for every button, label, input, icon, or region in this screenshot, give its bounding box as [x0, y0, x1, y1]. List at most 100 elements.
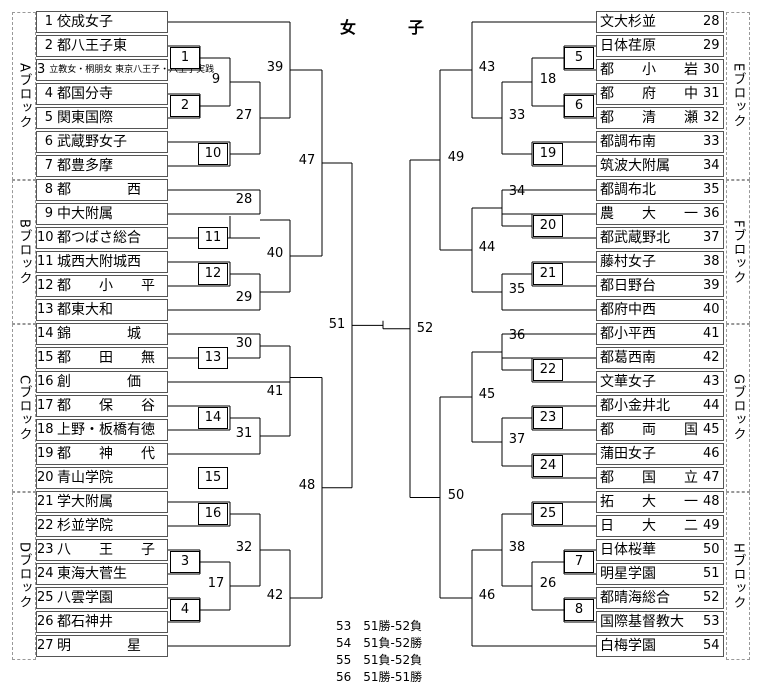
team-name: 都 田 無 — [57, 350, 155, 366]
team-name: 都 両 国 — [600, 422, 698, 438]
team-row: 藤村女子 38 — [596, 251, 724, 273]
team-number: 42 — [703, 350, 720, 365]
team-name: 都国分寺 — [57, 86, 113, 102]
game-number: 28 — [235, 192, 253, 207]
team-name: 関東国際 — [57, 110, 113, 126]
team-name: 藤村女子 — [600, 254, 656, 270]
team-number: 1 — [44, 14, 53, 29]
team-name: 都つばさ総合 — [57, 230, 141, 246]
game-number: 6 — [564, 95, 594, 117]
team-name: 国際基督教大 — [600, 614, 684, 630]
team-name: 都葛西南 — [600, 350, 656, 366]
game-number: 42 — [266, 588, 284, 603]
team-number: 16 — [37, 374, 54, 389]
game-number: 40 — [266, 246, 284, 261]
team-number: 22 — [37, 518, 54, 533]
block-label-h: Hブロック — [726, 492, 750, 660]
team-name: 日体荏原 — [600, 38, 656, 54]
game-number: 9 — [211, 72, 221, 87]
team-number: 29 — [703, 38, 720, 53]
game-number: 12 — [198, 263, 228, 285]
team-name: 錦 城 — [57, 326, 141, 342]
team-name: 青山学院 — [57, 470, 113, 486]
team-name: 白梅学園 — [600, 638, 656, 654]
game-number: 50 — [447, 487, 465, 503]
team-number: 49 — [703, 518, 720, 533]
team-name: 文華女子 — [600, 374, 656, 390]
team-name: 都石神井 — [57, 614, 113, 630]
team-number: 18 — [37, 422, 54, 437]
team-number: 43 — [703, 374, 720, 389]
team-name: 八 王 子 — [57, 542, 155, 558]
team-number: 21 — [37, 494, 54, 509]
team-row: 都調布北 35 — [596, 179, 724, 201]
game-number: 24 — [533, 455, 563, 477]
team-number: 53 — [703, 614, 720, 629]
team-name: 都 神 代 — [57, 446, 155, 462]
game-number: 39 — [266, 60, 284, 75]
game-number: 20 — [533, 215, 563, 237]
game-number: 14 — [198, 407, 228, 429]
team-number: 50 — [703, 542, 720, 557]
team-name: 明星学園 — [600, 566, 656, 582]
game-number: 45 — [478, 387, 496, 402]
team-number: 15 — [37, 350, 54, 365]
team-number: 35 — [703, 182, 720, 197]
team-number: 40 — [703, 302, 720, 317]
team-name: 拓 大 一 — [600, 494, 698, 510]
team-number: 27 — [37, 638, 54, 653]
game-number: 4 — [170, 599, 200, 621]
game-number: 27 — [235, 108, 253, 123]
team-number: 32 — [703, 110, 720, 125]
team-name: 都晴海総合 — [600, 590, 670, 606]
game-number: 1 — [170, 47, 200, 69]
game-number: 11 — [198, 227, 228, 249]
game-number: 47 — [298, 153, 316, 168]
team-number: 34 — [703, 158, 720, 173]
team-name: 都 保 谷 — [57, 398, 155, 414]
placement-notes: 53 51勝-52負 54 51負-52勝 55 51負-52負 56 51勝-… — [336, 618, 422, 686]
team-name: 都 府 中 — [600, 86, 698, 102]
team-name: 都 西 — [57, 182, 141, 198]
block-label-g: Gブロック — [726, 324, 750, 492]
note-54: 54 51負-52勝 — [336, 636, 423, 650]
team-name: 都調布北 — [600, 182, 656, 198]
note-55: 55 51負-52負 — [336, 653, 423, 667]
team-number: 17 — [37, 398, 54, 413]
team-number: 38 — [703, 254, 720, 269]
team-name: 都小平西 — [600, 326, 656, 342]
team-name: 都 国 立 — [600, 470, 698, 486]
game-number: 52 — [416, 320, 434, 336]
block-label-h-text: Hブロック — [730, 542, 746, 610]
team-name: 都調布南 — [600, 134, 656, 150]
block-label-f: Fブロック — [726, 180, 750, 324]
game-number: 41 — [266, 384, 284, 399]
block-label-f-text: Fブロック — [730, 219, 746, 285]
team-name: 都 小 岩 — [600, 62, 698, 78]
block-label-c: Cブロック — [12, 324, 36, 492]
team-number: 24 — [37, 566, 54, 581]
game-number: 19 — [533, 143, 563, 165]
game-number: 7 — [564, 551, 594, 573]
team-number: 44 — [703, 398, 720, 413]
